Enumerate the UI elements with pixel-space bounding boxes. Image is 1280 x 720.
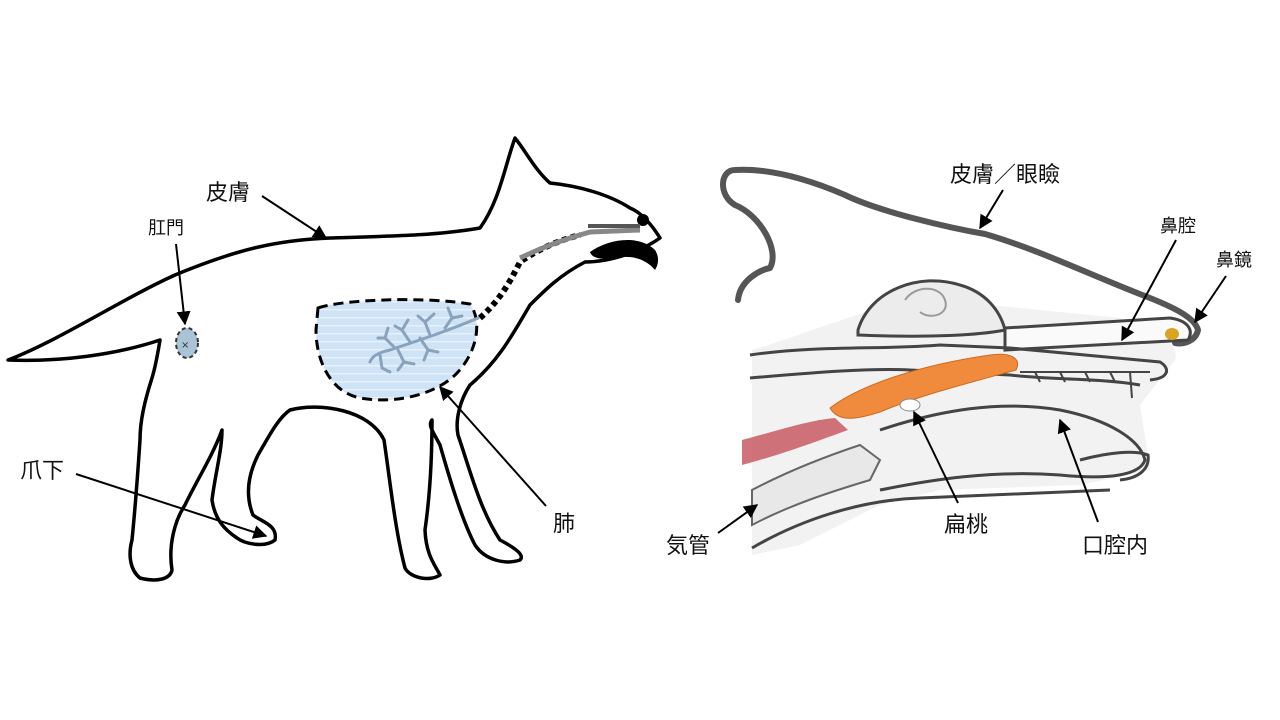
head-outline <box>720 166 1201 347</box>
arrow-lung <box>439 385 547 507</box>
head-section-shading <box>752 300 1176 555</box>
nasal-planum-spot <box>1165 328 1179 340</box>
trachea-tube <box>477 232 581 321</box>
lung-region <box>314 298 479 402</box>
label-oral-cavity: 口腔内 <box>1082 534 1148 559</box>
dog-body-diagram: × 皮膚 肛門 爪下 肺 <box>6 136 662 582</box>
arrow-nasal-cavity <box>1121 239 1177 342</box>
label-tonsil: 扁桃 <box>944 513 988 538</box>
muscle <box>742 418 848 465</box>
arrow-trachea <box>717 504 759 534</box>
svg-text:×: × <box>181 340 189 351</box>
anus-spot <box>175 327 199 359</box>
label-skin-eyelid: 皮膚／眼瞼 <box>950 163 1060 188</box>
trachea-section <box>751 443 882 527</box>
arrow-skin-eyelid <box>979 189 1004 230</box>
dog-body-outline <box>6 136 662 582</box>
label-anus: 肛門 <box>148 218 184 239</box>
nose <box>637 214 649 226</box>
label-skin: 皮膚 <box>206 181 250 206</box>
label-under-paw: 爪下 <box>20 459 64 484</box>
arrow-skin <box>261 195 328 239</box>
nasal-passage <box>518 227 641 261</box>
head-section-diagram: 皮膚／眼瞼 鼻腔 鼻鏡 気管 扁桃 口腔内 <box>666 163 1252 559</box>
arrow-tonsil <box>913 410 959 504</box>
nasal-bone <box>1003 316 1192 352</box>
arrow-nasal-planum <box>1194 275 1227 324</box>
label-nasal-planum: 鼻鏡 <box>1216 250 1252 271</box>
mouth <box>590 240 659 270</box>
skull <box>856 279 1007 338</box>
label-nasal-cavity: 鼻腔 <box>1160 216 1196 237</box>
lower-jaw <box>879 404 1147 492</box>
upper-jaw <box>749 343 1168 382</box>
arrow-anus <box>175 243 191 326</box>
tonsil-white <box>899 398 921 412</box>
arrow-oral-cavity <box>1057 418 1099 523</box>
lower-skin <box>751 488 1111 550</box>
chin <box>1079 450 1150 482</box>
bronchi-tree <box>368 306 480 374</box>
arrow-under-paw <box>75 473 268 539</box>
palate <box>749 367 1141 387</box>
tonsil-region <box>829 353 1018 419</box>
label-trachea: 気管 <box>666 534 710 559</box>
brain-folds <box>904 287 947 317</box>
label-lung: 肺 <box>553 512 575 537</box>
